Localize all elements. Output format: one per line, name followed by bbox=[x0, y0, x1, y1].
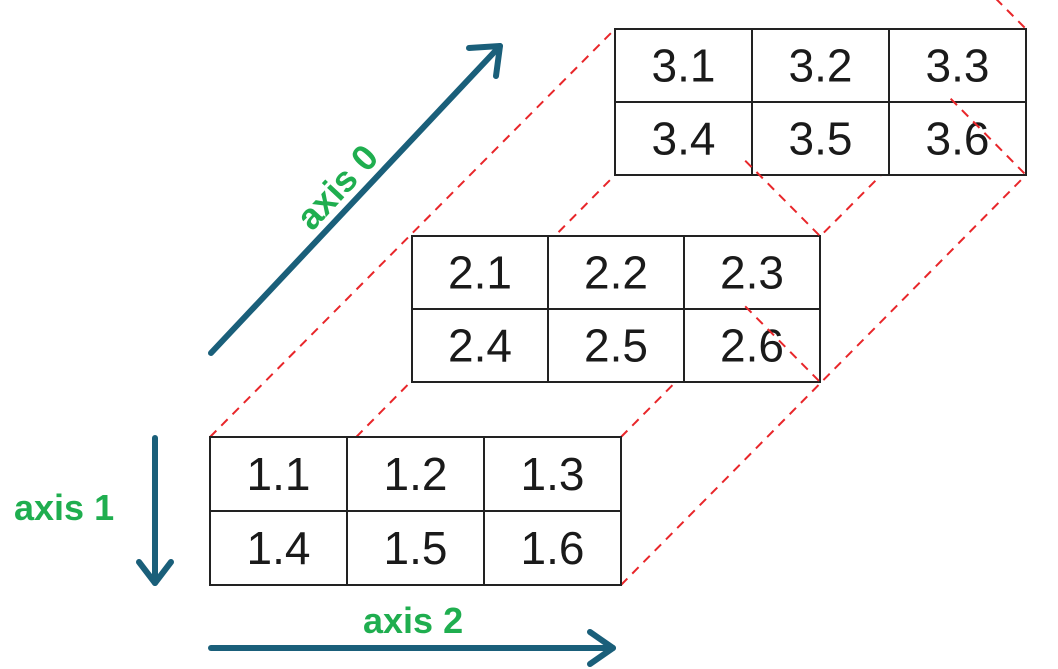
layer-2-cell-value: 2.6 bbox=[720, 320, 784, 372]
layer-3-cell-value: 3.3 bbox=[926, 40, 990, 92]
layer-3-cell-box bbox=[614, 28, 753, 103]
layer-1-cell-value: 1.2 bbox=[384, 448, 448, 500]
dashed-overlay-layer-2-br bbox=[744, 305, 821, 383]
layer-1-grid: 1.1 1.2 1.3 1.4 1.5 1.6 bbox=[209, 436, 622, 586]
layer-1-cell-value: 1.5 bbox=[384, 522, 448, 574]
layer-3-cell-box bbox=[888, 28, 1027, 103]
dashed-overlay-layer-3-tr bbox=[995, 0, 1027, 30]
axis-2-label: axis 2 bbox=[363, 600, 463, 641]
layer-1-cell-value: 1.4 bbox=[247, 522, 311, 574]
axis-2-arrowhead bbox=[587, 629, 616, 667]
layer-1-cell-box bbox=[346, 436, 485, 512]
axis-0-arrow bbox=[208, 43, 503, 356]
layer-3-cell-value: 3.6 bbox=[926, 113, 990, 165]
layer-1-cell-box bbox=[209, 510, 348, 586]
axis-1-label: axis 1 bbox=[14, 487, 114, 528]
axis-0-arrowhead bbox=[466, 43, 503, 79]
axis-2-group: axis 2 bbox=[208, 600, 616, 667]
layer-3-cell-value: 3.4 bbox=[652, 113, 716, 165]
layer-3-cell-box bbox=[888, 101, 1027, 176]
layer-3-grid: 3.1 3.2 3.3 3.4 3.5 3.6 bbox=[614, 28, 1027, 176]
layer-2-cell-value: 2.1 bbox=[448, 247, 512, 299]
layer-2-cell-value: 2.4 bbox=[448, 320, 512, 372]
dashed-overlay-layer-3-br bbox=[949, 98, 1027, 176]
layer-3-cell-value: 3.1 bbox=[652, 40, 716, 92]
layer-1-cell-value: 1.6 bbox=[521, 522, 585, 574]
axis-1-group: axis 1 bbox=[14, 435, 174, 586]
layer-2-grid: 2.1 2.2 2.3 2.4 2.5 2.6 bbox=[411, 235, 821, 383]
layer-1-cell-box bbox=[483, 436, 622, 512]
layer-2-cell-box bbox=[683, 235, 821, 310]
layer-3-cell-value: 3.2 bbox=[789, 40, 853, 92]
layer-2-cell-value: 2.3 bbox=[720, 247, 784, 299]
layer-1-cell-value: 1.3 bbox=[521, 448, 585, 500]
layer-2-cell-box bbox=[683, 308, 821, 383]
layer-2-cell-box bbox=[411, 235, 549, 310]
layer-1-cell-box bbox=[483, 510, 622, 586]
dashed-overlay-layer-2-tr bbox=[744, 159, 821, 237]
layer-1-cell-box bbox=[346, 510, 485, 586]
layer-1-cell-value: 1.1 bbox=[247, 448, 311, 500]
dashed-connector-br bbox=[620, 174, 1027, 586]
layer-2-cell-value: 2.2 bbox=[584, 247, 648, 299]
layer-3-cell-value: 3.5 bbox=[789, 113, 853, 165]
axis-1-arrowhead bbox=[136, 559, 174, 586]
layer-3-cell-box bbox=[751, 28, 890, 103]
layer-2-cell-box bbox=[411, 308, 549, 383]
layer-3-cell-box bbox=[614, 101, 753, 176]
layer-2-cell-value: 2.5 bbox=[584, 320, 648, 372]
